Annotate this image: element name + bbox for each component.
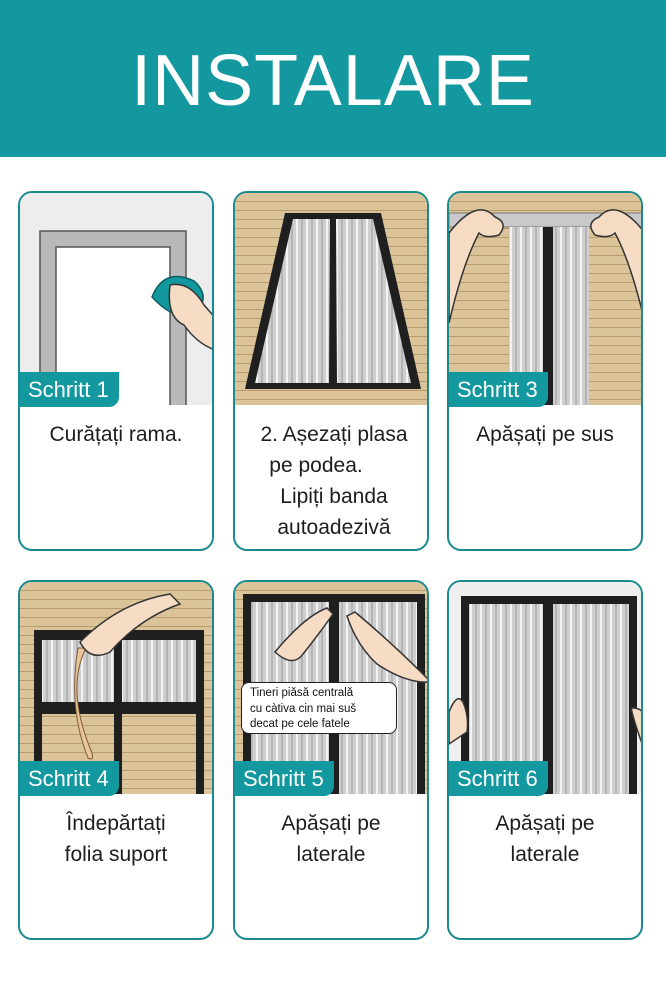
step-caption: Îndepărtați folia suport [26,808,206,870]
mesh-on-floor-illustration [235,193,427,405]
step-card-1: Schritt 1 Curățați rama. [18,191,214,551]
step-label: Schritt 3 [449,372,548,407]
step-card-3: Schritt 3 Apășați pe sus [447,191,643,551]
tip-line: cu càtiva cin mai suš [250,702,357,715]
header-banner: INSTALARE [0,0,666,157]
caption-line: laterale [510,843,580,866]
step-caption: Curățați rama. [26,419,206,450]
caption-line: Apășați pe sus [476,423,614,446]
tip-line: decat pe cele fatele [250,718,350,730]
step-caption: Apășați pe laterale [241,808,421,870]
press-sides-center-illustration: Tineri piăsă centrală cu càtiva cin mai … [235,582,427,794]
caption-line: Îndepărtați [66,812,166,835]
step-caption: 2. Așezați plasa pe podea. Lipiți banda … [245,419,423,543]
caption-line: Apășați pe [281,812,381,835]
press-sides-illustration [449,582,641,794]
caption-line: pe podea. [269,454,363,477]
caption-line: 2. Așezați plasa [260,423,408,446]
caption-line: laterale [296,843,366,866]
step-label: Schritt 4 [20,761,119,796]
step-caption: Apășați pe sus [455,419,635,450]
step-caption: Apășați pe laterale [455,808,635,870]
caption-line: Lipiți banda [280,485,388,508]
step-card-5: Tineri piăsă centrală cu càtiva cin mai … [233,580,429,940]
tip-line: Tineri piăsă centrală [250,687,354,699]
step-card-6: Schritt 6 Apășați pe laterale [447,580,643,940]
step-label: Schritt 5 [235,761,334,796]
step-card-2: 2. Așezați plasa pe podea. Lipiți banda … [233,191,429,551]
tip-callout: Tineri piăsă centrală cu càtiva cin mai … [241,682,397,734]
step-card-4: Schritt 4 Îndepărtați folia suport [18,580,214,940]
page-title: INSTALARE [131,41,535,121]
step-label: Schritt 6 [449,761,548,796]
caption-line: autoadezivă [277,516,391,539]
caption-line: Apășați pe [495,812,595,835]
caption-line: folia suport [64,843,168,866]
caption-line: Curățați rama. [49,423,183,446]
step-label: Schritt 1 [20,372,119,407]
clean-frame-illustration [20,193,212,405]
